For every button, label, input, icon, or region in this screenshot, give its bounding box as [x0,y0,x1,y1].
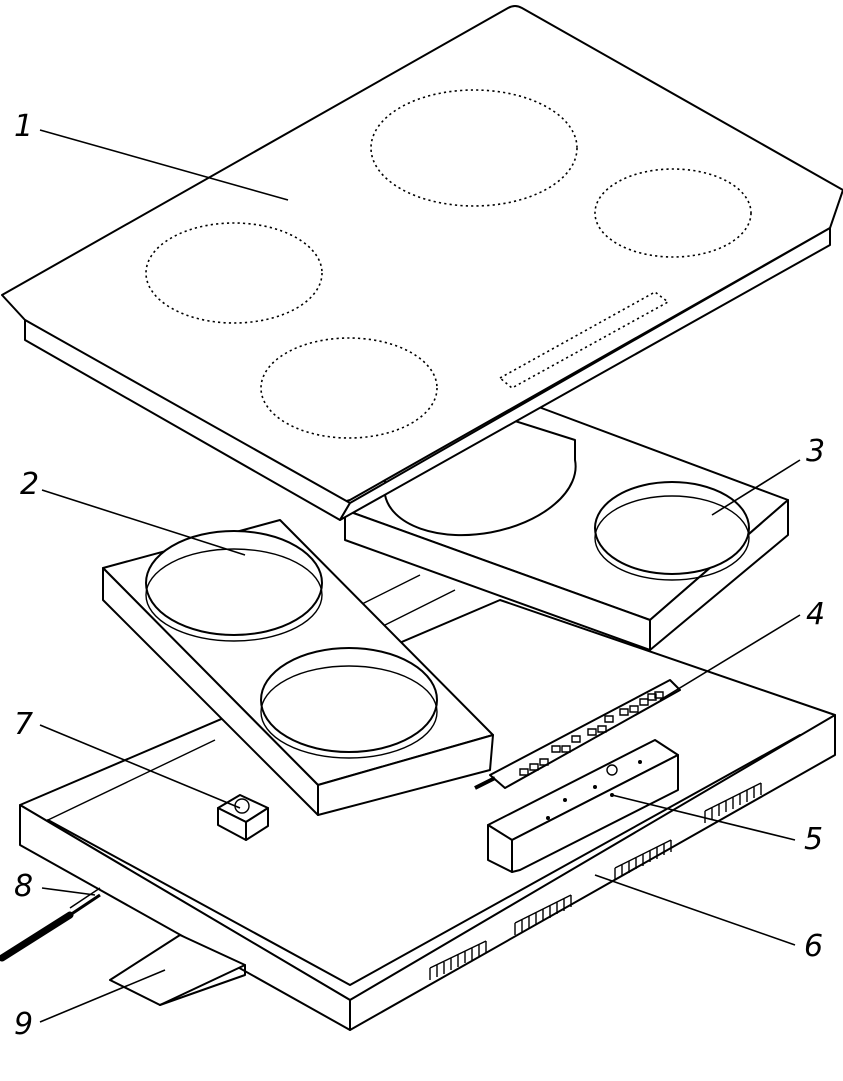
terminal-block [217,794,269,841]
callout-9: 9 [14,1007,34,1042]
control-board [474,679,681,790]
callout-7: 7 [14,707,34,742]
callout-5: 5 [804,822,824,857]
callout-4: 4 [806,597,826,632]
power-cable [0,887,101,962]
ceramic-glass-top [1,5,843,521]
callout-6: 6 [804,929,824,964]
vent-slots [429,782,762,980]
left-heating-plate [102,519,494,816]
leader-lines [39,129,801,1023]
board-bracket [487,739,679,873]
callout-2: 2 [20,467,40,502]
callout-8: 8 [14,869,34,904]
callout-3: 3 [806,434,826,469]
cable-clamp [109,934,246,1006]
callout-1: 1 [14,109,34,144]
